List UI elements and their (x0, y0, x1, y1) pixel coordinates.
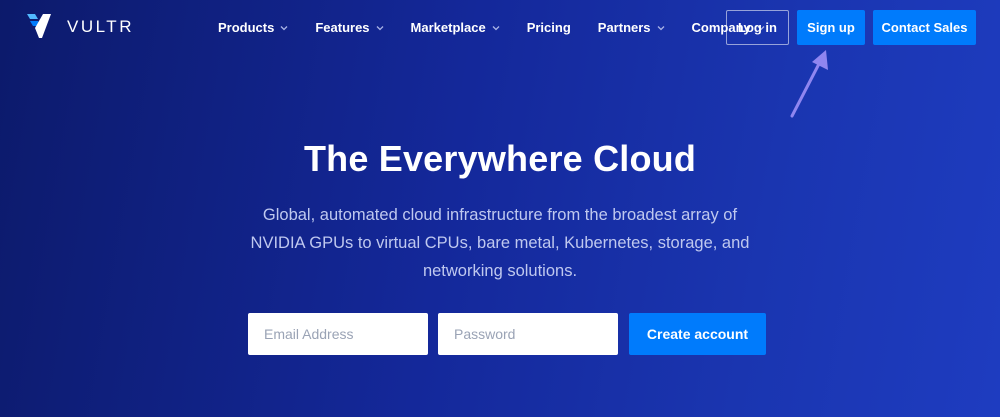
brand-name: VULTR (67, 17, 134, 36)
signup-button[interactable]: Sign up (797, 10, 865, 45)
email-field[interactable] (248, 313, 428, 355)
nav-item-partners[interactable]: Partners (598, 20, 665, 35)
chevron-down-icon (376, 25, 384, 30)
nav-item-products[interactable]: Products (218, 20, 288, 35)
hero-subtitle: Global, automated cloud infrastructure f… (250, 206, 750, 280)
hero-title: The Everywhere Cloud (303, 138, 697, 179)
nav-item-label: Pricing (526, 20, 571, 35)
main-nav: Products Features Marketplace Pricing Pa… (218, 10, 792, 45)
nav-item-company[interactable]: Company (692, 20, 765, 35)
login-button[interactable]: Log in (726, 10, 789, 45)
chevron-down-icon (657, 25, 664, 30)
nav-item-marketplace[interactable]: Marketplace (411, 20, 500, 35)
nav-item-label: Partners (597, 20, 651, 35)
nav-item-label: Features (315, 20, 370, 35)
chevron-down-icon (280, 25, 288, 30)
nav-item-label: Company (691, 20, 751, 35)
create-account-button[interactable]: Create account (629, 313, 766, 355)
vultr-logo-icon (27, 14, 51, 38)
nav-item-label: Marketplace (410, 20, 486, 35)
nav-item-features[interactable]: Features (315, 20, 384, 35)
nav-item-label: Products (218, 20, 275, 35)
chevron-down-icon (757, 25, 765, 30)
nav-item-pricing[interactable]: Pricing (527, 20, 571, 35)
annotation-arrow-icon (790, 50, 828, 118)
password-field[interactable] (438, 313, 618, 355)
contact-sales-button[interactable]: Contact Sales (873, 10, 976, 45)
vultr-logo[interactable]: VULTR (27, 14, 134, 40)
chevron-down-icon (492, 25, 500, 30)
